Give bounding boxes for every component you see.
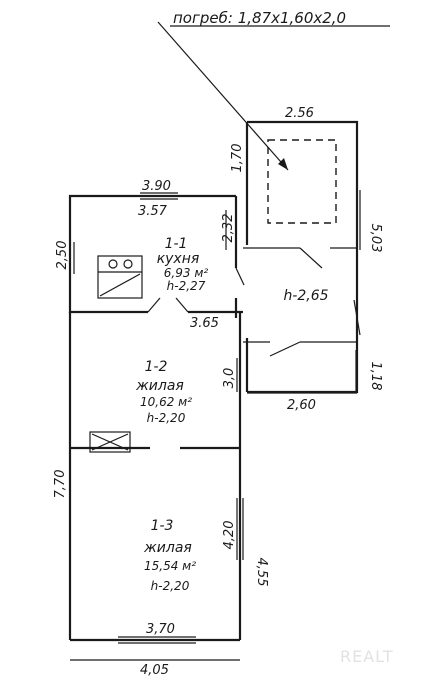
room-label-1-3: 1-3 жилая 15,54 м² h-2,20 <box>143 518 196 593</box>
svg-text:h-2,27: h-2,27 <box>167 279 206 293</box>
svg-text:жилая: жилая <box>135 378 184 394</box>
dimension-lines <box>70 210 357 661</box>
svg-text:кухня: кухня <box>157 251 200 267</box>
svg-text:1-2: 1-2 <box>145 359 168 375</box>
dim-kitchen-left: 2,50 <box>55 241 70 270</box>
room-label-1-1: 1-1 кухня 6,93 м² h-2,27 <box>157 236 209 293</box>
kitchen-walls <box>68 192 245 318</box>
cellar-leader-line <box>157 21 289 171</box>
stove-icon <box>97 255 143 299</box>
cellar-outline <box>267 139 337 224</box>
svg-text:1-3: 1-3 <box>151 518 174 534</box>
watermark: REALT <box>340 647 394 666</box>
dim-house-bottom-inner: 3,70 <box>146 622 175 637</box>
svg-text:h-2,20: h-2,20 <box>147 411 186 425</box>
dim-room13-right-inner: 4,20 <box>222 521 237 550</box>
cellar-note: погреб: 1,87х1,60х2,0 <box>173 9 346 27</box>
dim-kitchen-right: 2,32 <box>221 214 236 243</box>
dim-room13-right-outer: 4,55 <box>254 558 269 587</box>
dim-bottom-wall-kitchen: 3.65 <box>190 316 219 331</box>
svg-text:10,62 м²: 10,62 м² <box>140 395 192 409</box>
svg-text:15,54 м²: 15,54 м² <box>144 559 196 573</box>
room13-walls <box>68 448 244 644</box>
dim-porch-left-top: 1,70 <box>230 144 245 173</box>
svg-text:1-1: 1-1 <box>165 236 188 252</box>
dim-house-left: 7,70 <box>53 470 68 499</box>
dim-porch-right-bottom: 1,18 <box>368 362 383 391</box>
dim-house-bottom-outer: 4,05 <box>140 663 169 678</box>
dim-porch-top: 2.56 <box>285 106 314 121</box>
svg-text:жилая: жилая <box>143 540 192 556</box>
dim-kitchen-top-inner: 3.57 <box>138 204 168 219</box>
porch-height-label: h-2,65 <box>283 288 328 304</box>
svg-text:6,93 м²: 6,93 м² <box>164 266 209 280</box>
dim-kitchen-top-outer: 3.90 <box>142 179 171 194</box>
dim-room12-right: 3,0 <box>222 368 237 389</box>
porch-walls <box>243 120 361 394</box>
dim-porch-right: 5,03 <box>368 224 383 253</box>
svg-text:h-2,20: h-2,20 <box>151 579 190 593</box>
room-label-1-2: 1-2 жилая 10,62 м² h-2,20 <box>135 359 192 425</box>
room12-walls <box>68 312 242 450</box>
leader-arrowhead <box>278 158 288 170</box>
heater-icon <box>89 431 131 453</box>
dim-porch-bottom: 2,60 <box>287 398 316 413</box>
